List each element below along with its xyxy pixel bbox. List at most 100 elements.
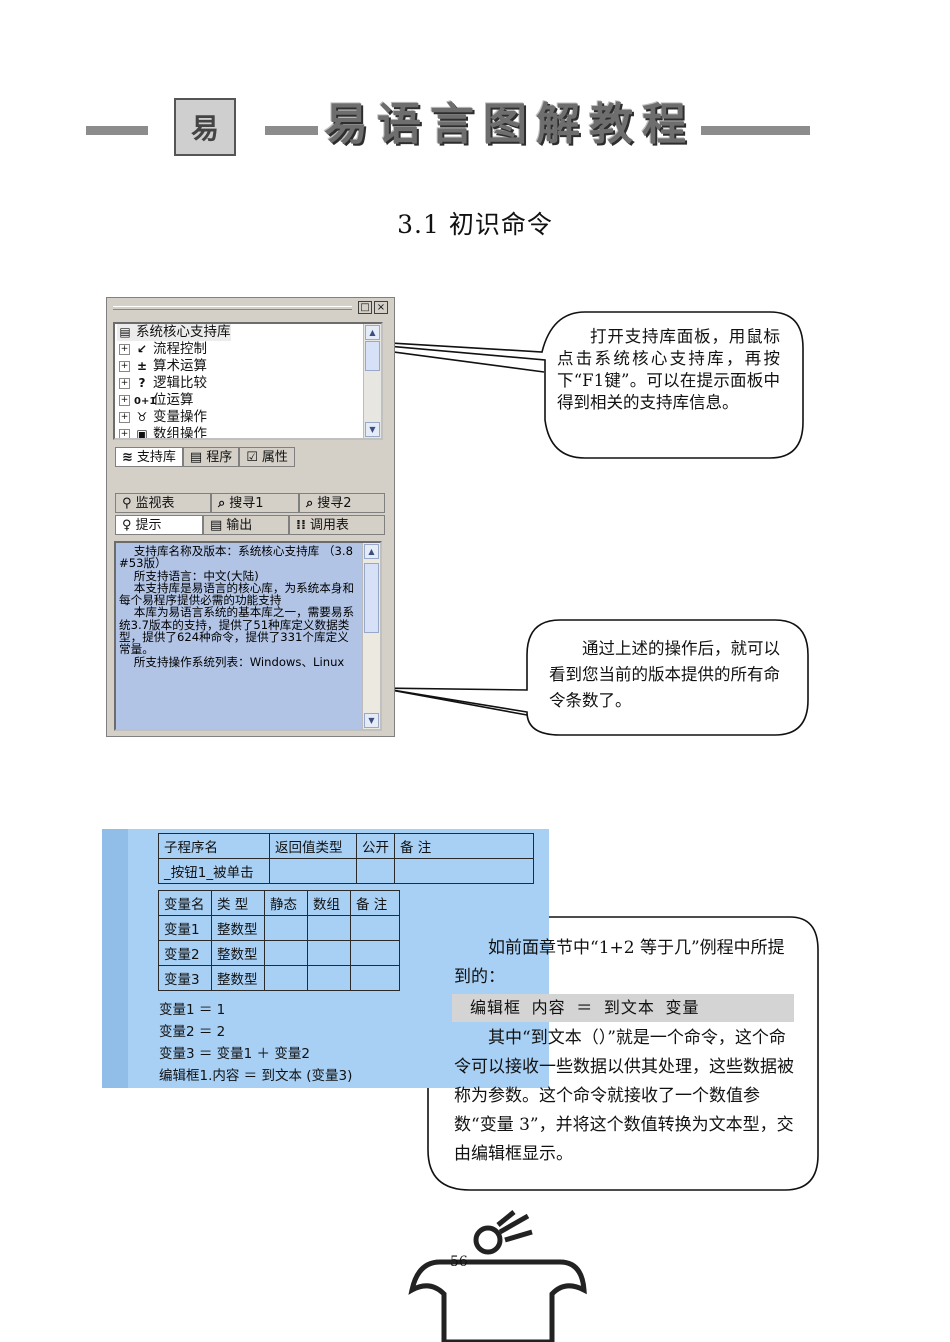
book-title: 易语言图解教程 bbox=[318, 95, 701, 155]
table-cell[interactable] bbox=[307, 965, 351, 991]
table-cell[interactable]: 整数型 bbox=[211, 940, 265, 966]
expand-icon[interactable]: + bbox=[119, 411, 130, 423]
scroll-up-icon[interactable]: ▲ bbox=[364, 544, 379, 559]
close-button[interactable]: × bbox=[374, 301, 388, 314]
scroll-thumb[interactable] bbox=[364, 563, 379, 633]
table-cell[interactable]: 变量3 bbox=[158, 965, 212, 991]
tree-item-array[interactable]: +▣数组操作 bbox=[119, 426, 207, 440]
tab-support-library[interactable]: ≋支持库 bbox=[115, 447, 183, 467]
scroll-down-icon[interactable]: ▼ bbox=[364, 713, 379, 728]
table-header: 静态 bbox=[264, 890, 308, 916]
callout-bubble-2 bbox=[379, 619, 809, 736]
tree-scrollbar[interactable]: ▲ ▼ bbox=[363, 324, 381, 438]
code-line[interactable]: 编辑框1.内容 ＝ 到文本 (变量3) bbox=[159, 1068, 353, 1084]
table-cell[interactable] bbox=[264, 940, 308, 966]
table-row: 变量2 整数型 bbox=[158, 940, 400, 966]
code-figure: 子程序名 返回值类型 公开 备 注 _按钮1_被单击 变量名 类 型 静态 数组… bbox=[102, 829, 549, 1088]
math-icon: ± bbox=[136, 359, 148, 373]
bit-icon: 0+1 bbox=[134, 396, 157, 407]
tab-hint[interactable]: ♀提示 bbox=[115, 515, 203, 535]
table-header: 数组 bbox=[307, 890, 351, 916]
callout-bubble-1 bbox=[273, 311, 804, 459]
question-icon: ? bbox=[138, 376, 146, 390]
tab-properties[interactable]: ☑属性 bbox=[239, 447, 295, 467]
table-cell[interactable] bbox=[307, 940, 351, 966]
mascot-icon bbox=[408, 1210, 587, 1342]
tree-item-variable[interactable]: +♉变量操作 bbox=[119, 409, 207, 425]
code-line[interactable]: 变量2 ＝ 2 bbox=[159, 1024, 226, 1040]
table-cell[interactable] bbox=[269, 858, 357, 884]
header-bar-left bbox=[86, 126, 148, 135]
page-number: 56 bbox=[450, 1254, 468, 1270]
callout3-para1: 如前面章节中“1+2 等于几”例程中所提到的： bbox=[454, 938, 785, 987]
table-cell[interactable]: _按钮1_被单击 bbox=[158, 858, 270, 884]
table-cell[interactable] bbox=[307, 915, 351, 941]
tree-item-logic[interactable]: +?逻辑比较 bbox=[119, 375, 207, 391]
table-row: 变量名 类 型 静态 数组 备 注 bbox=[158, 890, 400, 916]
tab-call-stack[interactable]: ⁞⁞调用表 bbox=[289, 515, 385, 535]
panel-grip[interactable] bbox=[113, 306, 352, 310]
table-header: 备 注 bbox=[350, 890, 400, 916]
expand-icon[interactable]: + bbox=[119, 377, 130, 389]
restore-button[interactable]: □ bbox=[358, 301, 372, 314]
expand-icon[interactable]: + bbox=[119, 428, 130, 439]
tree-item-core-library[interactable]: ▤系统核心支持库 bbox=[117, 324, 231, 341]
output-icon: ▤ bbox=[210, 518, 223, 533]
book-logo-icon: 易 bbox=[174, 98, 236, 156]
hint-panel: 支持库名称及版本：系统核心支持库 （3.8#53版） 所支持语言：中文(大陆) … bbox=[114, 541, 382, 731]
tab-search2[interactable]: ⌕搜寻2 bbox=[299, 493, 385, 513]
callout3-para2: 其中“到文本（）”就是一个命令，这个命令可以接收一些数据以供其处理，这些数据被称… bbox=[454, 1028, 794, 1164]
table-cell[interactable] bbox=[350, 915, 400, 941]
expand-icon[interactable]: + bbox=[119, 394, 130, 406]
table-cell[interactable] bbox=[264, 915, 308, 941]
subroutine-table: 子程序名 返回值类型 公开 备 注 _按钮1_被单击 bbox=[158, 833, 534, 884]
table-cell[interactable]: 整数型 bbox=[211, 965, 265, 991]
table-header: 子程序名 bbox=[158, 833, 270, 859]
scroll-thumb[interactable] bbox=[365, 341, 380, 371]
array-icon: ▣ bbox=[136, 427, 148, 440]
hint-scrollbar[interactable]: ▲ ▼ bbox=[362, 543, 380, 729]
tab-output[interactable]: ▤输出 bbox=[203, 515, 289, 535]
table-row: _按钮1_被单击 bbox=[158, 858, 534, 884]
tab-search1[interactable]: ⌕搜寻1 bbox=[211, 493, 299, 513]
table-cell[interactable]: 整数型 bbox=[211, 915, 265, 941]
tab-program[interactable]: ▤程序 bbox=[182, 447, 240, 467]
table-header: 变量名 bbox=[158, 890, 212, 916]
magnifier-icon: ⚲ bbox=[122, 496, 132, 511]
scroll-down-icon[interactable]: ▼ bbox=[365, 422, 380, 437]
table-cell[interactable] bbox=[350, 965, 400, 991]
table-row: 变量1 整数型 bbox=[158, 915, 400, 941]
code-line[interactable]: 变量3 ＝ 变量1 ＋ 变量2 bbox=[159, 1046, 310, 1062]
tree-item-bitwise[interactable]: +0+1位运算 bbox=[119, 392, 194, 408]
table-header: 公开 bbox=[356, 833, 395, 859]
section-title: 3.1 初识命令 bbox=[397, 210, 553, 239]
table-row: 子程序名 返回值类型 公开 备 注 bbox=[158, 833, 534, 859]
program-icon: ▤ bbox=[189, 450, 203, 465]
scroll-up-icon[interactable]: ▲ bbox=[365, 325, 380, 340]
code-line[interactable]: 变量1 ＝ 1 bbox=[159, 1002, 226, 1018]
tree-item-flow-control[interactable]: +↙流程控制 bbox=[119, 341, 207, 357]
lightbulb-icon: ♀ bbox=[122, 518, 132, 533]
table-cell[interactable] bbox=[394, 858, 534, 884]
variable-icon: ♉ bbox=[136, 410, 148, 424]
expand-icon[interactable]: + bbox=[119, 360, 130, 372]
properties-icon: ☑ bbox=[246, 450, 258, 465]
table-cell[interactable] bbox=[350, 940, 400, 966]
table-cell[interactable]: 变量1 bbox=[158, 915, 212, 941]
search-icon: ⌕ bbox=[218, 496, 226, 511]
support-library-panel: □ × ▤系统核心支持库 +↙流程控制 +±算术运算 +?逻辑比较 +0+1位运… bbox=[106, 297, 395, 737]
callout-text-1: 打开支持库面板，用鼠标点击系统核心支持库，再按下“F1键”。可以在提示面板中得到… bbox=[557, 327, 780, 412]
expand-icon[interactable]: + bbox=[119, 343, 130, 355]
tree-item-arithmetic[interactable]: +±算术运算 bbox=[119, 358, 207, 374]
variable-table: 变量名 类 型 静态 数组 备 注 变量1 整数型 变量2 整数型 变量3 整数… bbox=[158, 890, 400, 991]
table-header: 类 型 bbox=[211, 890, 265, 916]
table-cell[interactable]: 变量2 bbox=[158, 940, 212, 966]
table-cell[interactable] bbox=[264, 965, 308, 991]
code-gutter bbox=[102, 829, 128, 1088]
tab-watch[interactable]: ⚲监视表 bbox=[115, 493, 211, 513]
pointer-line-2 bbox=[379, 687, 528, 716]
table-cell[interactable] bbox=[356, 858, 395, 884]
hint-text: 支持库名称及版本：系统核心支持库 （3.8#53版） 所支持语言：中文(大陆) … bbox=[119, 544, 355, 669]
table-row: 变量3 整数型 bbox=[158, 965, 400, 991]
library-tree: ▤系统核心支持库 +↙流程控制 +±算术运算 +?逻辑比较 +0+1位运算 +♉… bbox=[113, 322, 383, 440]
